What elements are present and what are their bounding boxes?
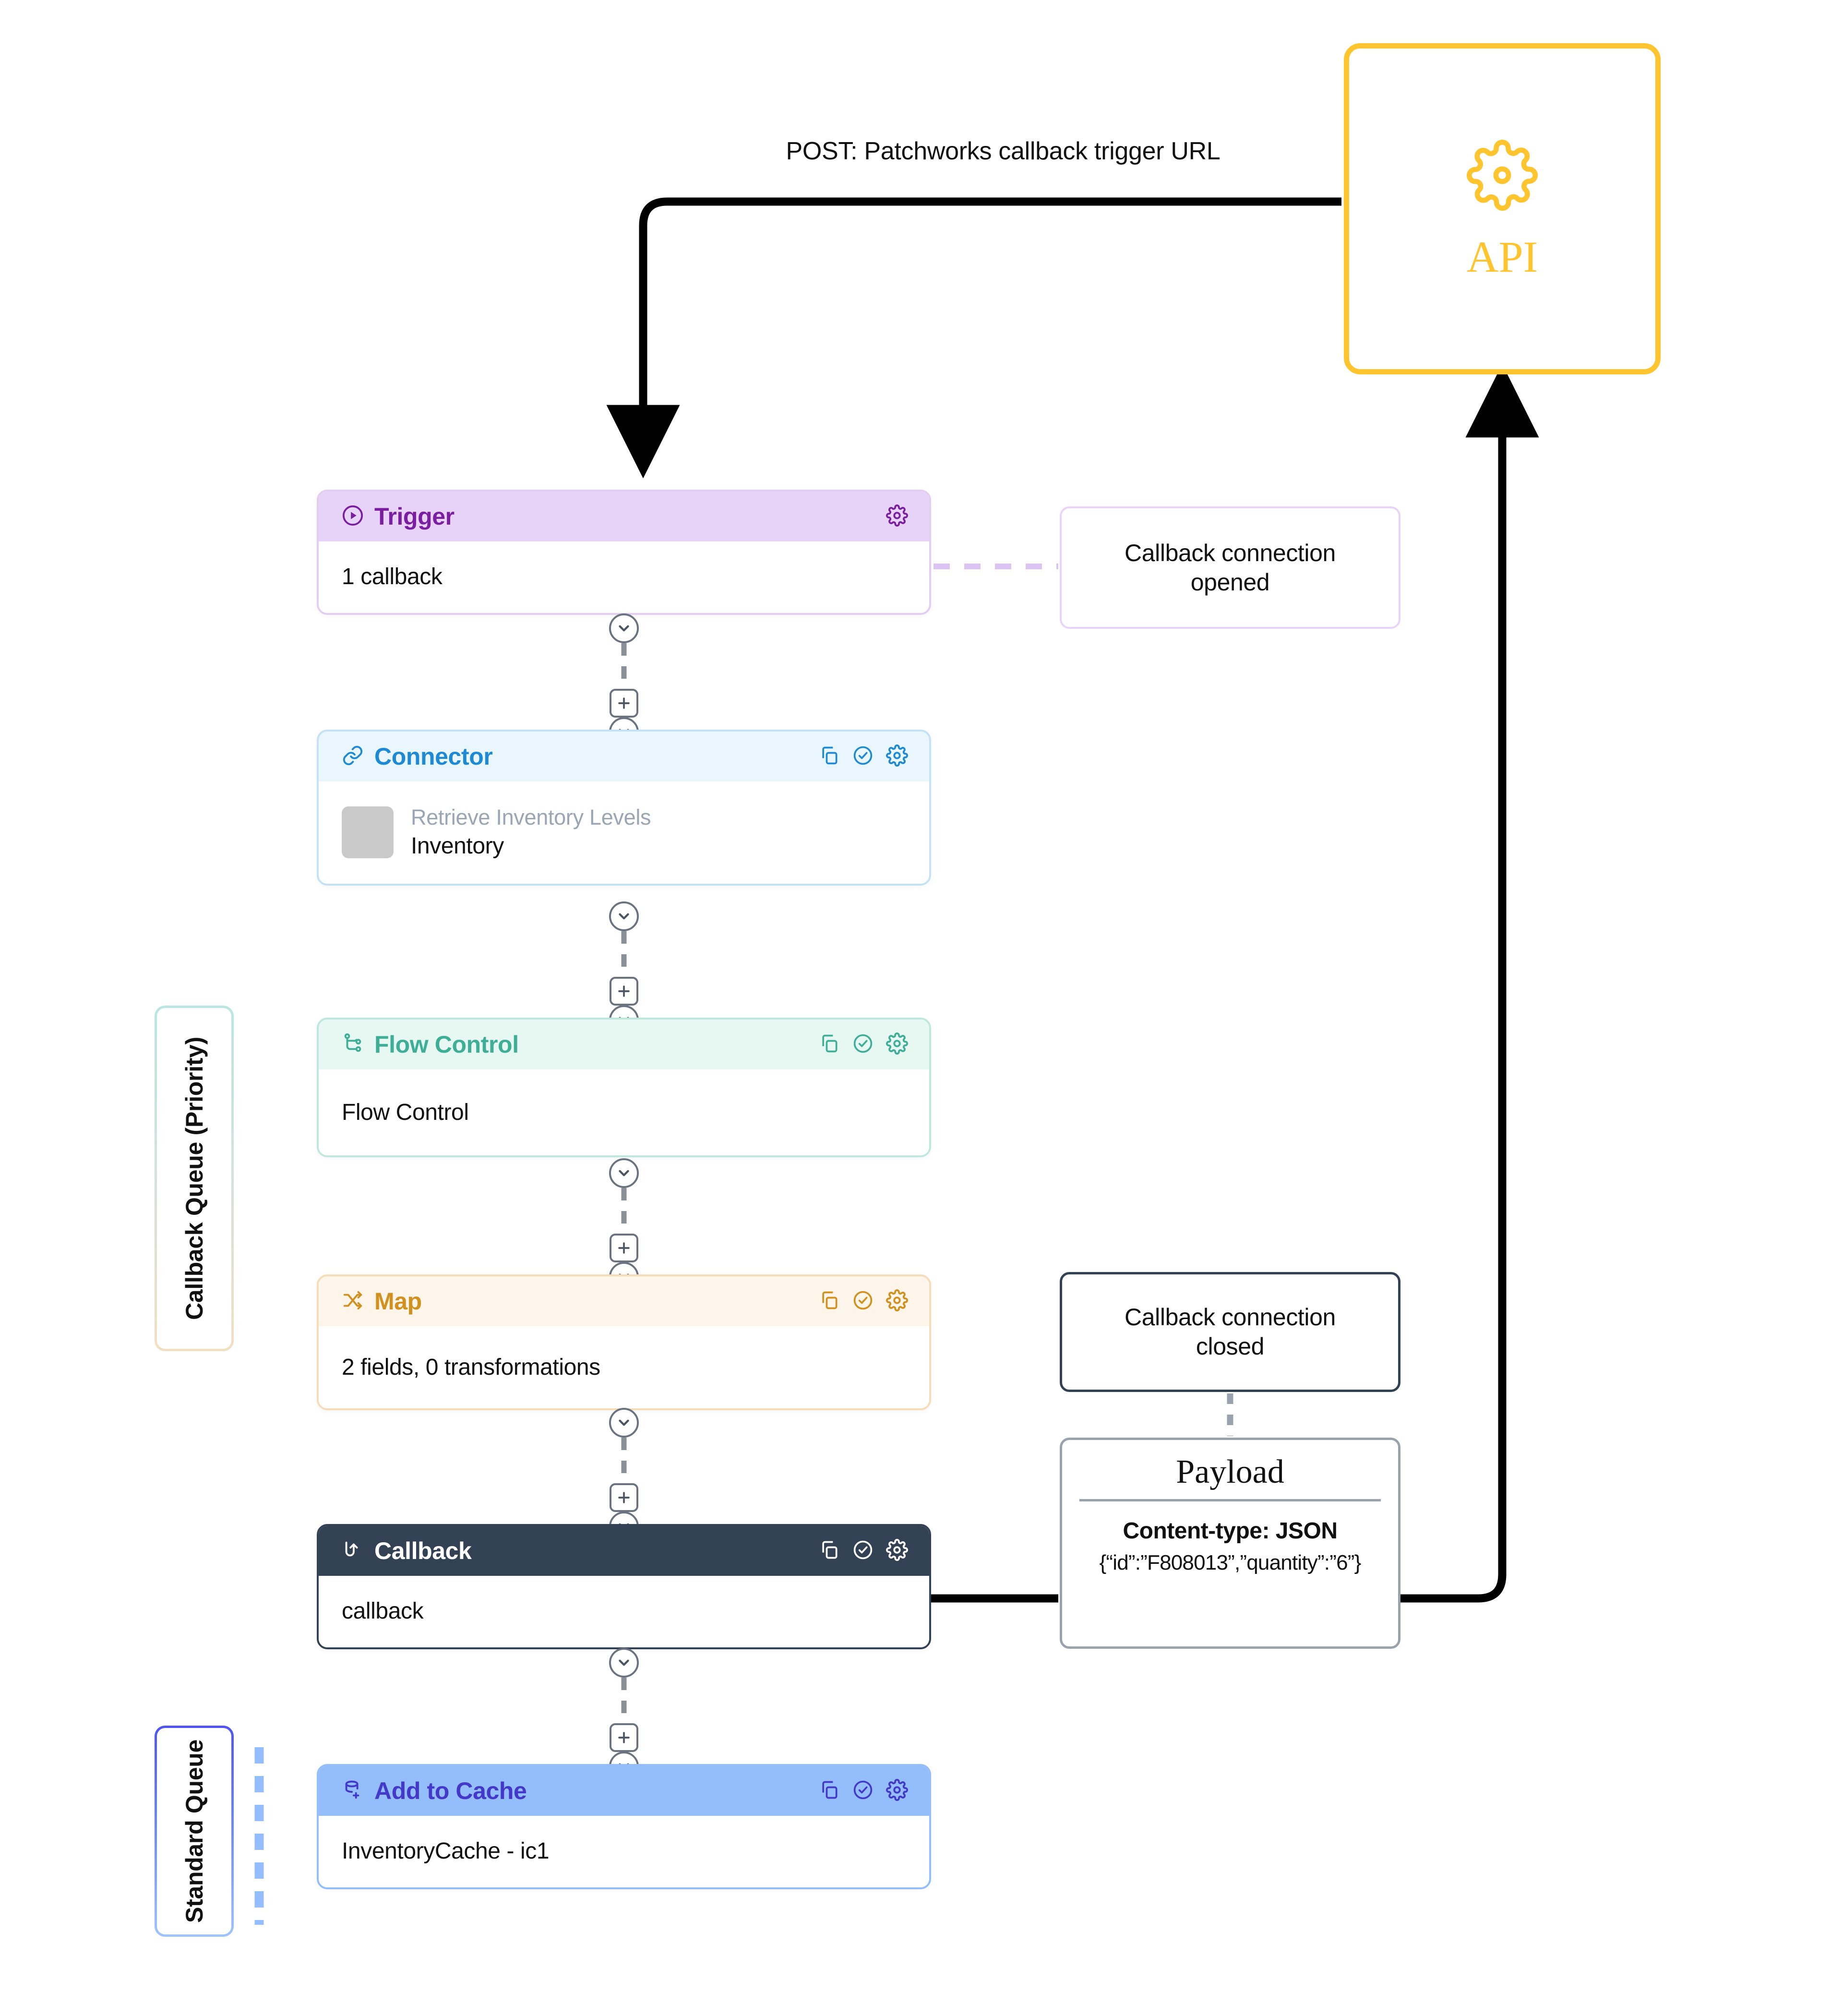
card-flow-control-body-text: Flow Control	[342, 1100, 469, 1125]
card-map-body-text: 2 fields, 0 transformations	[342, 1355, 600, 1380]
add-step-button-4[interactable]	[610, 1483, 638, 1512]
card-map-header[interactable]: Map	[319, 1276, 929, 1326]
card-add-to-cache[interactable]: Add to Cache InventoryCache - ic1	[317, 1764, 931, 1889]
gear-icon[interactable]	[886, 504, 908, 529]
card-callback-title: Callback	[374, 1537, 472, 1564]
payload-json: {“id”:”F808013”,”quantity”:”6”}	[1099, 1551, 1361, 1574]
copy-icon[interactable]	[819, 745, 840, 768]
api-label: API	[1466, 232, 1538, 281]
card-trigger-title: Trigger	[374, 503, 455, 530]
gear-icon	[1466, 139, 1538, 214]
card-connector-title: Connector	[374, 743, 493, 770]
callback-queue-priority: Callback Queue (Priority)	[155, 1006, 234, 1351]
copy-icon[interactable]	[819, 1779, 840, 1803]
payload-divider	[1079, 1499, 1381, 1501]
standard-queue-label: Standard Queue	[180, 1740, 208, 1923]
gear-icon[interactable]	[886, 1778, 908, 1803]
card-add-to-cache-title: Add to Cache	[374, 1777, 527, 1804]
copy-icon[interactable]	[819, 1033, 840, 1056]
payload-box: Payload Content-type: JSON {“id”:”F80801…	[1060, 1438, 1400, 1649]
card-connector-body: Retrieve Inventory Levels Inventory	[319, 781, 929, 884]
card-add-to-cache-body: InventoryCache - ic1	[319, 1816, 929, 1887]
connector-name: Inventory	[411, 833, 504, 859]
play-circle-icon	[342, 504, 364, 529]
collapse-chevron-flow-control[interactable]	[609, 1158, 639, 1188]
copy-icon[interactable]	[819, 1539, 840, 1563]
card-trigger-header[interactable]: Trigger	[319, 492, 929, 541]
card-callback-header[interactable]: Callback	[319, 1526, 929, 1576]
database-add-icon	[342, 1779, 364, 1803]
card-add-to-cache-body-text: InventoryCache - ic1	[342, 1838, 550, 1864]
connector-thumbnail	[342, 806, 394, 858]
branch-icon	[342, 1032, 364, 1057]
card-map-title: Map	[374, 1288, 422, 1315]
card-flow-control-title: Flow Control	[374, 1031, 519, 1058]
check-circle-icon[interactable]	[852, 745, 874, 768]
card-trigger-body-text: 1 callback	[342, 564, 443, 589]
copy-icon[interactable]	[819, 1290, 840, 1313]
gear-icon[interactable]	[886, 744, 908, 769]
collapse-chevron-map[interactable]	[609, 1408, 639, 1438]
card-map[interactable]: Map 2 fields, 0 transformations	[317, 1274, 931, 1410]
payload-content-type: Content-type: JSON	[1123, 1518, 1338, 1544]
add-step-button-1[interactable]	[610, 689, 638, 718]
api-node: API	[1344, 43, 1661, 374]
card-trigger-body: 1 callback	[319, 541, 929, 613]
card-connector-header[interactable]: Connector	[319, 732, 929, 781]
card-flow-control[interactable]: Flow Control Flow Control	[317, 1018, 931, 1157]
link-icon	[342, 744, 364, 769]
collapse-chevron-callback[interactable]	[609, 1648, 639, 1678]
shuffle-icon	[342, 1289, 364, 1314]
add-step-button-3[interactable]	[610, 1234, 638, 1262]
card-callback-body: callback	[319, 1576, 929, 1647]
add-step-button-2[interactable]	[610, 977, 638, 1006]
payload-title: Payload	[1176, 1453, 1284, 1490]
check-circle-icon[interactable]	[852, 1290, 874, 1313]
card-flow-control-body: Flow Control	[319, 1069, 929, 1155]
card-trigger[interactable]: Trigger 1 callback	[317, 490, 931, 615]
post-caption: POST: Patchworks callback trigger URL	[786, 137, 1221, 165]
gear-icon[interactable]	[886, 1032, 908, 1057]
return-arrow-icon	[342, 1539, 364, 1563]
add-step-button-5[interactable]	[610, 1723, 638, 1752]
card-map-body: 2 fields, 0 transformations	[319, 1326, 929, 1408]
collapse-chevron-connector[interactable]	[609, 901, 639, 931]
collapse-chevron-trigger[interactable]	[609, 613, 639, 643]
check-circle-icon[interactable]	[852, 1033, 874, 1056]
callback-queue-priority-label: Callback Queue (Priority)	[180, 1037, 208, 1320]
card-flow-control-header[interactable]: Flow Control	[319, 1020, 929, 1069]
connector-subtitle: Retrieve Inventory Levels	[411, 805, 651, 829]
card-add-to-cache-header[interactable]: Add to Cache	[319, 1766, 929, 1816]
check-circle-icon[interactable]	[852, 1779, 874, 1803]
card-connector[interactable]: Connector Retrieve Inventory Levels Inve…	[317, 730, 931, 886]
card-callback-body-text: callback	[342, 1598, 424, 1624]
standard-queue: Standard Queue	[155, 1726, 234, 1937]
gear-icon[interactable]	[886, 1289, 908, 1314]
check-circle-icon[interactable]	[852, 1539, 874, 1563]
card-callback[interactable]: Callback callback	[317, 1524, 931, 1649]
gear-icon[interactable]	[886, 1538, 908, 1563]
